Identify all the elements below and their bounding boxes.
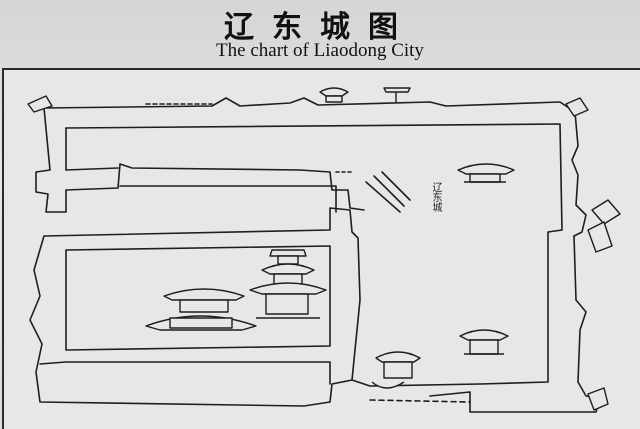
northeast-corner-tower [565,97,589,117]
city-name-label: 辽东城 [430,182,441,212]
south-gate-house [371,351,421,389]
southeast-corner-tower [587,387,609,411]
moat-stroke-1 [365,181,401,213]
dashed-road [369,399,471,403]
north-city-outer-wall [43,97,587,237]
west-spur-inner [65,127,119,171]
cross-wall [119,185,337,213]
moat-stroke-3 [381,171,411,201]
south-city-outer-wall [29,207,361,407]
northwest-corner-tower [27,95,53,113]
pagoda-tower [249,249,327,319]
southeast-hall [459,329,509,355]
east-gate-tower [587,199,621,253]
chinese-title: 辽东城图 [224,10,416,45]
south-gate-line [351,379,481,387]
east-wall [429,235,601,413]
north-gate-pavilion-2 [383,87,411,102]
moat-stroke-2 [373,175,405,207]
south-outer-line [39,361,331,385]
main-hall [145,288,257,331]
english-title: The chart of Liaodong City [216,40,424,61]
northeast-hall [457,163,515,183]
north-gate-pavilion-1 [319,87,349,103]
north-city-inner-wall [65,123,563,385]
west-spur-wall [35,107,365,213]
south-city-inner-wall [65,245,331,351]
